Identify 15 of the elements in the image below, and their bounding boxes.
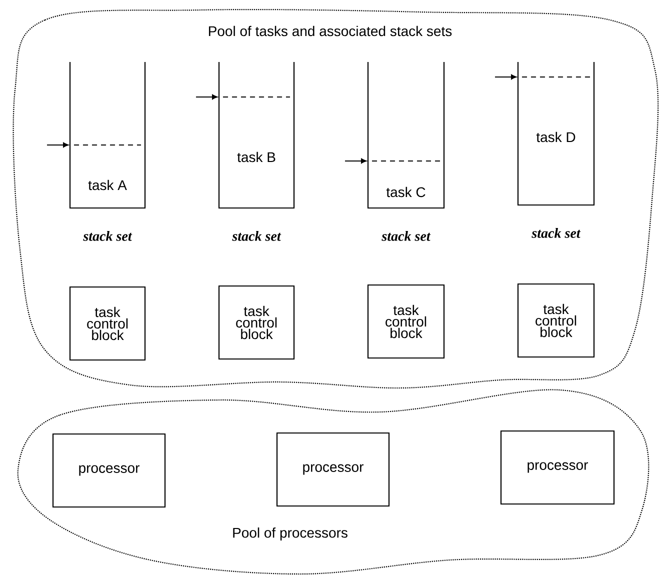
stack-caption: stack set (83, 231, 132, 241)
stack-box: task D (517, 62, 595, 206)
control-block-box: task control block (517, 283, 595, 358)
stack-box: task B (218, 62, 295, 209)
control-block-box: task control block (367, 284, 445, 359)
stack-caption: stack set (532, 228, 581, 238)
processor-box: processor (52, 433, 166, 508)
stack-box: task C (367, 62, 445, 209)
processor-box: processor (500, 430, 615, 505)
stack-box: task A (69, 62, 146, 209)
control-block-box: task control block (69, 286, 146, 361)
stack-caption: stack set (232, 231, 282, 241)
processor-box: processor (276, 432, 390, 507)
stack-caption: stack set (382, 231, 431, 241)
control-block-box: task control block (218, 285, 295, 360)
